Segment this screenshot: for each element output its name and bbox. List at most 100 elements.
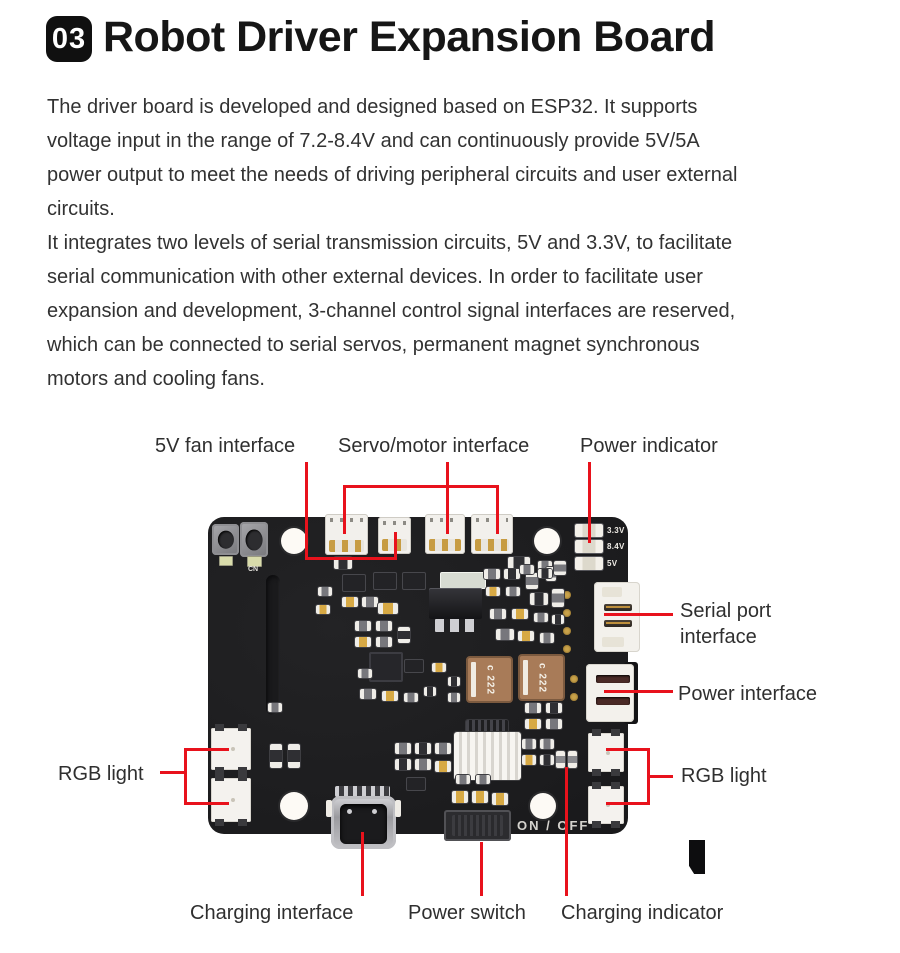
smd-component bbox=[504, 569, 520, 579]
smd-component bbox=[506, 587, 520, 596]
smd-component bbox=[518, 631, 534, 641]
callout-line-rgb-left bbox=[184, 748, 229, 751]
callout-line-fan bbox=[305, 557, 397, 560]
inductor-stripe bbox=[471, 662, 476, 697]
description-paragraph-2: It integrates two levels of serial trans… bbox=[47, 232, 736, 390]
usb-side-pad bbox=[326, 800, 332, 817]
smd-component bbox=[435, 743, 451, 754]
smd-component bbox=[490, 609, 506, 619]
servo-motor-connector-1 bbox=[325, 514, 368, 555]
smd-component bbox=[382, 691, 398, 701]
smd-component bbox=[355, 621, 371, 631]
label-servo-motor-interface: Servo/motor interface bbox=[338, 435, 530, 457]
smd-component bbox=[448, 677, 460, 686]
smd-component bbox=[334, 557, 352, 569]
smd-component bbox=[552, 589, 564, 607]
smd-component bbox=[546, 719, 562, 729]
silkscreen-button-label: CN bbox=[248, 566, 259, 573]
smd-led bbox=[247, 556, 262, 567]
through-hole-pad bbox=[570, 675, 578, 683]
smd-led bbox=[219, 556, 233, 566]
callout-line-rgb-right bbox=[606, 802, 650, 805]
label-power-indicator: Power indicator bbox=[580, 435, 718, 457]
smd-component bbox=[355, 637, 371, 647]
label-serial-port-interface: Serial port interface bbox=[680, 600, 772, 648]
regulator-legs bbox=[435, 619, 477, 632]
callout-line-charging-indicator bbox=[565, 767, 568, 896]
callout-line-power-indicator bbox=[588, 462, 591, 543]
rgb-led-module bbox=[211, 774, 251, 826]
connector-tab bbox=[602, 587, 622, 597]
smd-component bbox=[525, 719, 541, 729]
smd-component bbox=[448, 693, 460, 702]
through-hole-pad bbox=[570, 693, 578, 701]
smd-component bbox=[406, 777, 426, 791]
button-cap bbox=[245, 529, 263, 550]
connector-pin bbox=[604, 604, 632, 611]
smd-component bbox=[424, 687, 436, 696]
smd-component bbox=[318, 587, 332, 596]
smd-component bbox=[552, 615, 564, 624]
led-die bbox=[231, 797, 235, 802]
smd-component bbox=[395, 759, 411, 770]
power-indicator-led-8v4 bbox=[575, 540, 603, 553]
smd-component bbox=[476, 775, 490, 784]
pcb-groove bbox=[266, 575, 280, 715]
led-die bbox=[606, 750, 610, 755]
smd-component bbox=[538, 561, 552, 570]
usb-pin-row bbox=[335, 786, 390, 797]
callout-line-servo bbox=[343, 485, 499, 488]
serial-port-connector bbox=[594, 582, 640, 652]
silkscreen-on-off: ON / OFF bbox=[517, 818, 590, 833]
rgb-led-module bbox=[588, 782, 624, 828]
switch-lever bbox=[689, 840, 705, 874]
callout-line-fan bbox=[394, 532, 397, 560]
callout-line-rgb-left bbox=[184, 802, 229, 805]
smd-component bbox=[546, 703, 562, 713]
through-hole-pad bbox=[563, 591, 571, 599]
usb-screw-dot bbox=[347, 809, 352, 814]
tactile-button bbox=[212, 524, 239, 555]
usb-side-pad bbox=[395, 800, 401, 817]
tactile-button bbox=[240, 522, 268, 557]
connector-slot bbox=[596, 675, 630, 683]
smd-component bbox=[492, 793, 508, 805]
connector-pin bbox=[604, 620, 632, 627]
callout-line-rgb-left bbox=[184, 748, 187, 805]
callout-line-charging-interface bbox=[361, 832, 364, 896]
smd-component bbox=[395, 743, 411, 754]
smd-component bbox=[342, 597, 358, 607]
inductor-marking: c 222 bbox=[536, 662, 547, 693]
callout-line-fan bbox=[305, 462, 308, 559]
smd-component bbox=[452, 791, 468, 803]
silkscreen-5v-label: 5V bbox=[607, 559, 618, 568]
callout-line-rgb-left bbox=[160, 771, 187, 774]
description-block: The driver board is developed and design… bbox=[47, 90, 877, 396]
smd-component bbox=[522, 739, 536, 749]
smd-component bbox=[342, 574, 366, 592]
page-title: Robot Driver Expansion Board bbox=[103, 13, 715, 61]
inductor: c 222 bbox=[466, 656, 513, 703]
smd-component bbox=[404, 693, 418, 702]
callout-line-rgb-right bbox=[606, 748, 650, 751]
silkscreen-8v4-label: 8.4V bbox=[607, 542, 625, 551]
smd-component bbox=[398, 627, 410, 643]
power-indicator-led-5v bbox=[575, 557, 603, 570]
smd-component bbox=[534, 613, 548, 622]
smd-component bbox=[373, 572, 397, 590]
silkscreen-box bbox=[440, 572, 486, 589]
smd-component bbox=[415, 759, 431, 770]
smd-component bbox=[525, 703, 541, 713]
servo-motor-connector-3 bbox=[471, 514, 513, 554]
led-die bbox=[231, 746, 235, 751]
callout-line-servo bbox=[343, 485, 346, 534]
smd-component bbox=[288, 744, 300, 768]
smd-component bbox=[362, 597, 378, 607]
smd-component bbox=[402, 572, 426, 590]
mounting-hole bbox=[281, 528, 307, 554]
inductor-marking: c 222 bbox=[484, 664, 495, 695]
smd-component bbox=[358, 669, 372, 678]
smd-component bbox=[484, 569, 500, 579]
callout-line-power-interface bbox=[604, 690, 673, 693]
smd-component bbox=[376, 621, 392, 631]
